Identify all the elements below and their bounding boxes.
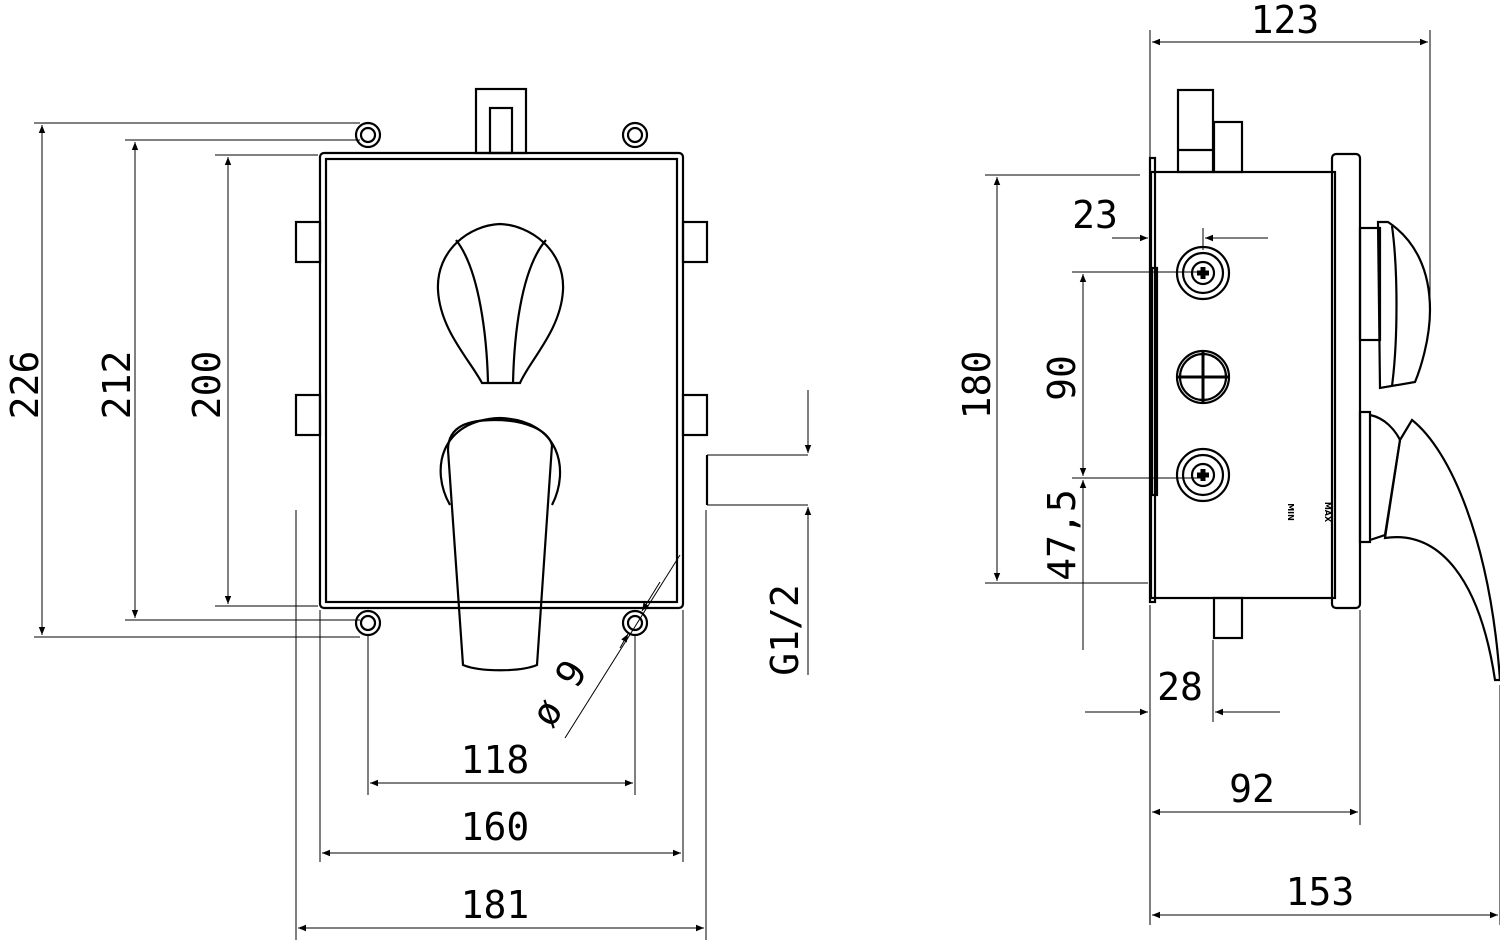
cover-plate bbox=[1330, 152, 1362, 610]
box-frame bbox=[318, 151, 685, 610]
dim-226: 226 bbox=[3, 351, 47, 420]
box-inner bbox=[324, 157, 679, 604]
dim-123: 123 bbox=[1251, 0, 1320, 42]
lever-side bbox=[1383, 418, 1500, 682]
lever-handle bbox=[446, 418, 554, 672]
dim-92: 92 bbox=[1229, 767, 1275, 811]
bottom-connector bbox=[1212, 596, 1244, 640]
dim-g12: G1/2 bbox=[763, 584, 807, 676]
top-connector bbox=[474, 87, 528, 155]
side-tabs bbox=[294, 220, 709, 437]
dim-212: 212 bbox=[95, 351, 139, 420]
min-label: MIN bbox=[1286, 503, 1295, 521]
dim-181: 181 bbox=[461, 883, 530, 927]
dim-153: 153 bbox=[1286, 870, 1355, 914]
lever-rosette bbox=[439, 416, 562, 506]
max-label: MAX bbox=[1323, 502, 1332, 523]
dim-160: 160 bbox=[461, 805, 530, 849]
top-connector-2 bbox=[1212, 120, 1244, 174]
dim-23: 23 bbox=[1072, 193, 1118, 237]
diverter-knob-side bbox=[1376, 220, 1432, 390]
diverter-knob bbox=[436, 222, 565, 385]
dim-47-5: 47,5 bbox=[1040, 489, 1084, 581]
cartridge-knobs bbox=[1175, 245, 1231, 503]
dim-28: 28 bbox=[1157, 665, 1203, 709]
dim-118: 118 bbox=[461, 738, 530, 782]
dim-hole-dia: ø 9 bbox=[522, 652, 596, 734]
dim-180: 180 bbox=[955, 351, 999, 420]
top-connector-1 bbox=[1176, 88, 1215, 174]
dim-90: 90 bbox=[1040, 355, 1084, 401]
side-view: MIN MAX 123 180 23 90 47,5 28 92 153 bbox=[955, 0, 1500, 925]
mount-holes bbox=[354, 121, 649, 637]
dim-200: 200 bbox=[185, 351, 229, 420]
front-view: 226 212 200 118 160 181 G1/2 ø 9 bbox=[3, 87, 812, 940]
